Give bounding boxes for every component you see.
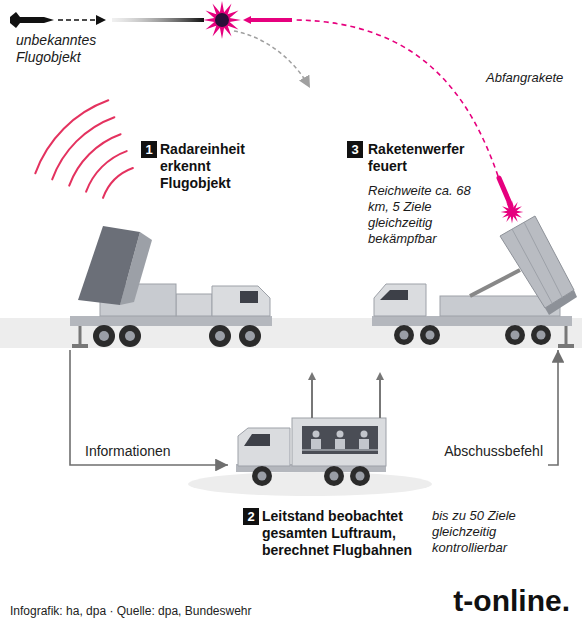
wheel xyxy=(394,325,414,345)
callout-number: 3 xyxy=(347,141,363,158)
support-foot xyxy=(72,344,88,348)
cabin-window xyxy=(240,291,258,303)
operator-head xyxy=(313,431,320,438)
step-note: bis zu 50 Ziele gleichzeitig kontrollier… xyxy=(432,508,544,556)
container-line xyxy=(524,222,562,297)
operator-body xyxy=(359,439,369,450)
debris-path xyxy=(234,31,310,88)
radar-antenna xyxy=(78,226,140,305)
interceptor-tip xyxy=(243,16,251,24)
callout-number: 1 xyxy=(141,141,157,158)
explosion-core xyxy=(215,13,229,27)
wheel xyxy=(531,325,551,345)
flow-arrow xyxy=(70,350,228,465)
truck-box xyxy=(176,294,212,316)
object-body xyxy=(10,17,54,23)
step-heading: Leitstand beobachtet gesamten Luftraum, … xyxy=(262,508,428,559)
source-note: Infografik: ha, dpa · Quelle: dpa, Bunde… xyxy=(10,604,251,619)
wheel xyxy=(239,325,261,347)
wheel-hub xyxy=(356,472,365,481)
command-container xyxy=(292,418,386,466)
operator-body xyxy=(311,439,321,450)
flow-arrow xyxy=(548,350,558,465)
operator-head xyxy=(337,431,344,438)
antenna xyxy=(379,374,381,418)
interceptor-missile xyxy=(499,178,511,206)
command-post: Leitstand beobachtet gesamten Luftraum, … xyxy=(228,366,548,570)
launcher-unit: Raketenwerfer feuertReichweite ca. 68 km… xyxy=(342,136,578,350)
radar-truck xyxy=(70,226,272,348)
wheel-hub xyxy=(330,472,339,481)
wheel xyxy=(252,466,272,486)
radar-unit: Radareinheit erkennt Flugobjekt xyxy=(62,136,290,350)
wheel xyxy=(119,325,141,347)
wheel-hub xyxy=(258,472,267,481)
truck-chassis xyxy=(70,316,272,326)
launcher-strut xyxy=(470,270,520,296)
radar-wave xyxy=(86,151,127,192)
radar-wave xyxy=(35,100,108,173)
wheel-hub xyxy=(537,331,546,340)
wheel xyxy=(505,325,525,345)
launcher-container xyxy=(500,216,574,308)
flight-path xyxy=(58,19,106,21)
ground xyxy=(0,318,582,496)
unknown-object xyxy=(10,12,204,28)
container-window xyxy=(302,426,378,454)
wheel xyxy=(209,325,231,347)
wheel xyxy=(93,325,115,347)
antenna xyxy=(311,374,313,418)
object-fin xyxy=(10,12,20,17)
interceptor-path xyxy=(234,16,498,176)
support-leg xyxy=(565,326,568,344)
radar-wave xyxy=(103,168,133,198)
wheel-hub xyxy=(125,331,135,341)
console xyxy=(302,449,378,451)
support-foot xyxy=(558,344,574,348)
radar-wave xyxy=(52,117,114,179)
wheel xyxy=(350,466,370,486)
edge-label: Informationen xyxy=(82,443,174,460)
truck-cabin xyxy=(238,428,290,466)
antenna-tip xyxy=(308,372,316,380)
step-heading: Radareinheit erkennt Flugobjekt xyxy=(160,141,278,192)
operator-head xyxy=(361,431,368,438)
wheel-hub xyxy=(215,331,225,341)
wheel-hub xyxy=(400,331,409,340)
cabin-window xyxy=(380,290,408,300)
truck-cabin xyxy=(212,286,270,316)
object-fin xyxy=(10,23,20,28)
step-heading: Raketenwerfer feuert xyxy=(368,141,488,175)
support-leg xyxy=(79,326,82,344)
radar-waves xyxy=(35,100,133,198)
object-label: unbekanntes Flugobjekt xyxy=(16,32,126,66)
truck-chassis xyxy=(372,316,572,326)
antenna-tip xyxy=(376,372,384,380)
callout-number: 2 xyxy=(243,508,259,525)
interceptor-trajectory xyxy=(296,20,498,176)
wheel-hub xyxy=(99,331,109,341)
step-note: Reichweite ca. 68 km, 5 Ziele gleichzeit… xyxy=(368,183,472,247)
interceptor-body xyxy=(250,18,292,22)
wheel xyxy=(324,466,344,486)
explosion-burst xyxy=(203,1,241,39)
flight-trail xyxy=(112,18,204,22)
wheel-hub xyxy=(511,331,520,340)
ground-shadow xyxy=(188,472,432,496)
edge-label: Abschussbefehl xyxy=(441,443,546,460)
brand-logo: t-online. xyxy=(453,584,570,618)
operator-body xyxy=(335,439,345,450)
missile-label: Abfangrakete xyxy=(486,70,563,86)
wheel-hub xyxy=(245,331,255,341)
explosion xyxy=(203,1,241,39)
cabin-window xyxy=(244,434,270,446)
wheel-hub xyxy=(426,331,435,340)
truck-cabin xyxy=(374,284,426,316)
wheel xyxy=(420,325,440,345)
command-truck xyxy=(236,372,386,486)
